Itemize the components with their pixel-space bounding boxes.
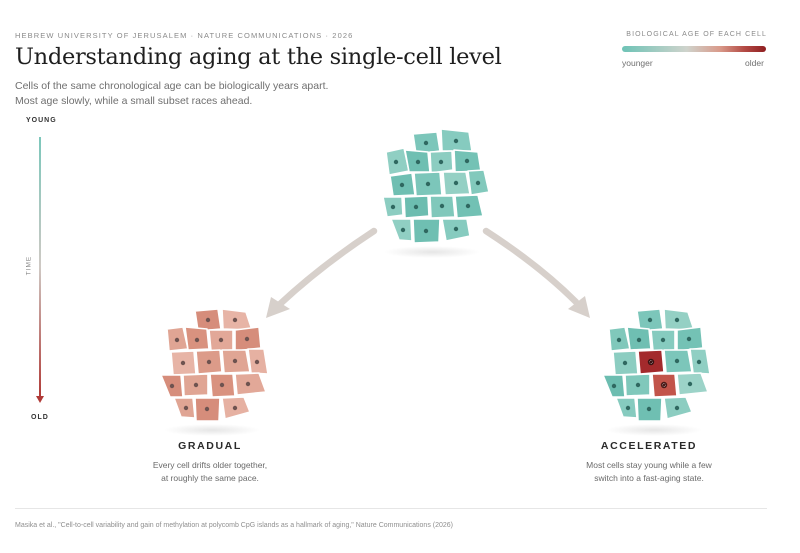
arrow-to-gradual (266, 227, 378, 318)
accelerated-description-line-2: switch into a fast-aging state. (594, 473, 704, 483)
young-cell-nuclei (390, 138, 481, 234)
legend-high-label: older (745, 58, 764, 68)
time-axis-arrowhead (36, 396, 44, 403)
accelerated-cluster-shadow (606, 424, 702, 436)
gradual-description-line-2: at roughly the same pace. (161, 473, 259, 483)
gradual-label: GRADUAL (178, 440, 242, 452)
gradual-cell-nuclei (169, 317, 260, 412)
accelerated-cell-cluster (602, 308, 711, 422)
legend-color-scale (622, 46, 766, 52)
time-axis-start-label: YOUNG (26, 117, 57, 124)
fast-aging-cell-nuclei (647, 358, 668, 389)
subtitle-line-2: Most age slowly, while a small subset ra… (15, 95, 253, 107)
subtitle-line-1: Cells of the same chronological age can … (15, 80, 329, 92)
page-subtitle: Cells of the same chronological age can … (15, 79, 375, 109)
arrow-to-accelerated (482, 227, 590, 318)
accelerated-label: ACCELERATED (600, 440, 698, 452)
gradual-description: Every cell drifts older together, at rou… (110, 459, 310, 485)
accelerated-cell-nuclei (611, 317, 702, 412)
footer-divider (15, 508, 767, 509)
legend-title: BIOLOGICAL AGE OF EACH CELL (626, 31, 767, 38)
gradual-cell-cluster (160, 308, 269, 422)
source-eyebrow: HEBREW UNIVERSITY OF JERUSALEM · NATURE … (15, 31, 354, 40)
time-axis-end-label: OLD (31, 414, 49, 421)
gradual-cluster-shadow (164, 424, 260, 436)
legend-low-label: younger (622, 58, 653, 68)
accelerated-description-line-1: Most cells stay young while a few (586, 460, 712, 470)
cell-diagram (160, 128, 711, 436)
page-title: Understanding aging at the single-cell l… (15, 44, 502, 70)
young-cell-cluster (382, 128, 490, 244)
citation: Masika et al., "Cell-to-cell variability… (15, 522, 454, 529)
time-axis-line (39, 137, 41, 397)
accelerated-description: Most cells stay young while a few switch… (549, 459, 749, 485)
young-cluster-shadow (384, 246, 480, 258)
gradual-description-line-1: Every cell drifts older together, (152, 460, 268, 470)
